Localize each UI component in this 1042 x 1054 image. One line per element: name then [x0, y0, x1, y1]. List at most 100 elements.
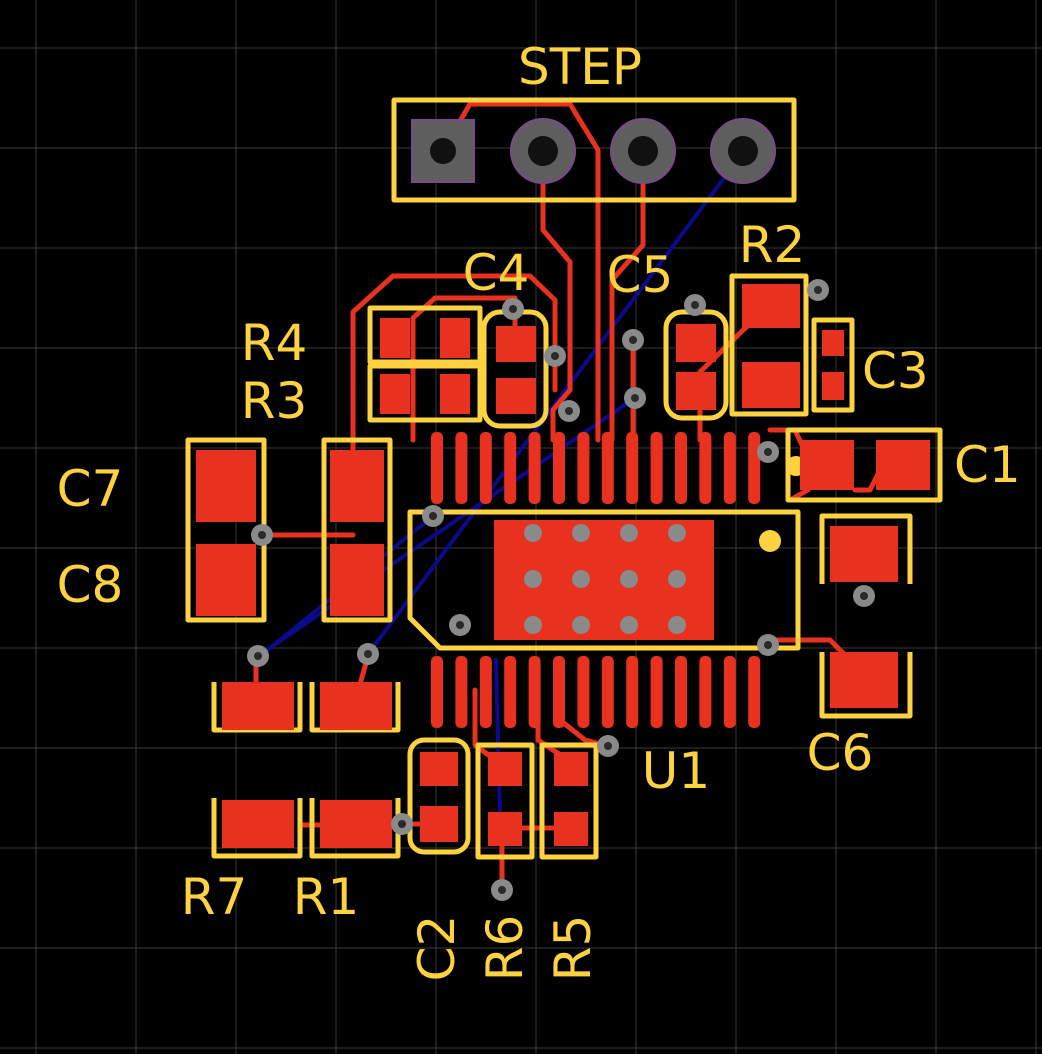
top-trace: [540, 147, 573, 443]
c4-pad: [496, 326, 536, 362]
r5-pad: [554, 812, 588, 846]
c5-pad: [676, 324, 716, 362]
thermal-via: [572, 616, 590, 634]
u1-pin: [748, 432, 761, 504]
silkscreen-labels: STEP C4 C5 R2 C3 C1 R4 R3 C7 C8 C6 U1 R7…: [57, 38, 1021, 981]
via-hole: [860, 592, 868, 600]
via-hole: [364, 650, 372, 658]
u1-pin: [504, 656, 517, 728]
c6-pad: [830, 526, 898, 582]
u1-pin: [650, 656, 663, 728]
via-hole: [691, 301, 699, 309]
thermal-via: [524, 524, 542, 542]
c7-label: C7: [57, 460, 124, 518]
r3-outline: [367, 363, 483, 423]
u1-pin: [699, 432, 712, 504]
r4-pad: [440, 318, 470, 358]
r6-pad: [488, 812, 522, 846]
thermal-via: [524, 616, 542, 634]
c5-pad: [676, 372, 716, 410]
via-hole: [398, 820, 406, 828]
c3-pad: [822, 372, 844, 400]
c8-label: C8: [57, 556, 124, 614]
c5-label: C5: [607, 246, 674, 304]
r4-pad: [380, 318, 410, 358]
r4-outline: [367, 305, 483, 365]
c3-label: C3: [862, 342, 929, 400]
via-hole: [258, 531, 266, 539]
c8-pad: [330, 450, 384, 522]
u1-pin: [431, 656, 443, 728]
c2-outline: [407, 737, 471, 855]
r2-label: R2: [739, 216, 806, 274]
r5-pad: [554, 752, 588, 786]
bottom-trace: [366, 148, 747, 656]
r2-outline: [729, 273, 809, 417]
c1-pad: [876, 440, 930, 490]
connector-label: STEP: [518, 38, 642, 96]
connector-pins: [411, 118, 776, 184]
r7-pad: [222, 800, 294, 848]
via-hole: [509, 305, 517, 313]
u1-pin: [528, 432, 541, 504]
top-trace: [350, 273, 558, 473]
thermal-via: [524, 570, 542, 588]
u1-pin: [553, 432, 565, 504]
connector-pin1-hole: [430, 138, 456, 164]
u1-pin: [723, 656, 736, 728]
c8-outline: [321, 437, 393, 623]
r1-pad: [320, 682, 392, 730]
via-hole: [764, 641, 772, 649]
u1-pin: [675, 656, 687, 728]
c7-pad: [196, 544, 256, 616]
via-hole: [254, 652, 262, 660]
copper-pads: [196, 284, 930, 848]
connector-pin1-pad: [411, 119, 475, 183]
via-hole: [551, 352, 559, 360]
u1-pin: [650, 432, 663, 504]
u1-pin: [626, 432, 639, 504]
connector-pin2-hole: [528, 136, 558, 166]
u1-pin: [601, 432, 614, 504]
via-hole: [631, 394, 639, 402]
c1-pad: [800, 440, 854, 490]
u1-pin: [528, 656, 541, 728]
r2-pad: [742, 362, 800, 408]
thermal-via: [668, 570, 686, 588]
u1-pin: [553, 656, 565, 728]
bottom-trace: [256, 396, 637, 658]
u1-pin: [455, 432, 468, 504]
u1-pin: [675, 432, 687, 504]
c2-pad: [420, 806, 458, 842]
r7-label: R7: [181, 868, 248, 926]
r3-label: R3: [241, 372, 308, 430]
u1-pin: [748, 656, 761, 728]
thermal-via: [668, 524, 686, 542]
r3-pad: [380, 374, 410, 414]
vias: [247, 279, 875, 901]
c3-pad: [822, 330, 844, 356]
u1-pin: [699, 656, 712, 728]
thermal-via: [620, 570, 638, 588]
connector-pin4-hole: [728, 136, 758, 166]
u1-pin: [577, 432, 590, 504]
u1-pin: [601, 656, 614, 728]
u1-outline: [407, 509, 801, 651]
u1-pin: [577, 656, 590, 728]
thermal-via: [620, 524, 638, 542]
r1-label: R1: [293, 868, 360, 926]
via-hole: [456, 621, 464, 629]
u1-pin: [504, 432, 517, 504]
via-hole: [498, 886, 506, 894]
c3-outline: [811, 317, 855, 413]
silkscreen-outlines: [185, 97, 943, 860]
u1-pin1-dot: [759, 530, 781, 552]
via-hole: [814, 286, 822, 294]
via-hole: [629, 336, 637, 344]
thermal-via: [572, 524, 590, 542]
c1-label: C1: [954, 436, 1021, 494]
thermal-via: [668, 616, 686, 634]
u1-pin: [479, 656, 492, 728]
c4-pad: [496, 378, 536, 414]
